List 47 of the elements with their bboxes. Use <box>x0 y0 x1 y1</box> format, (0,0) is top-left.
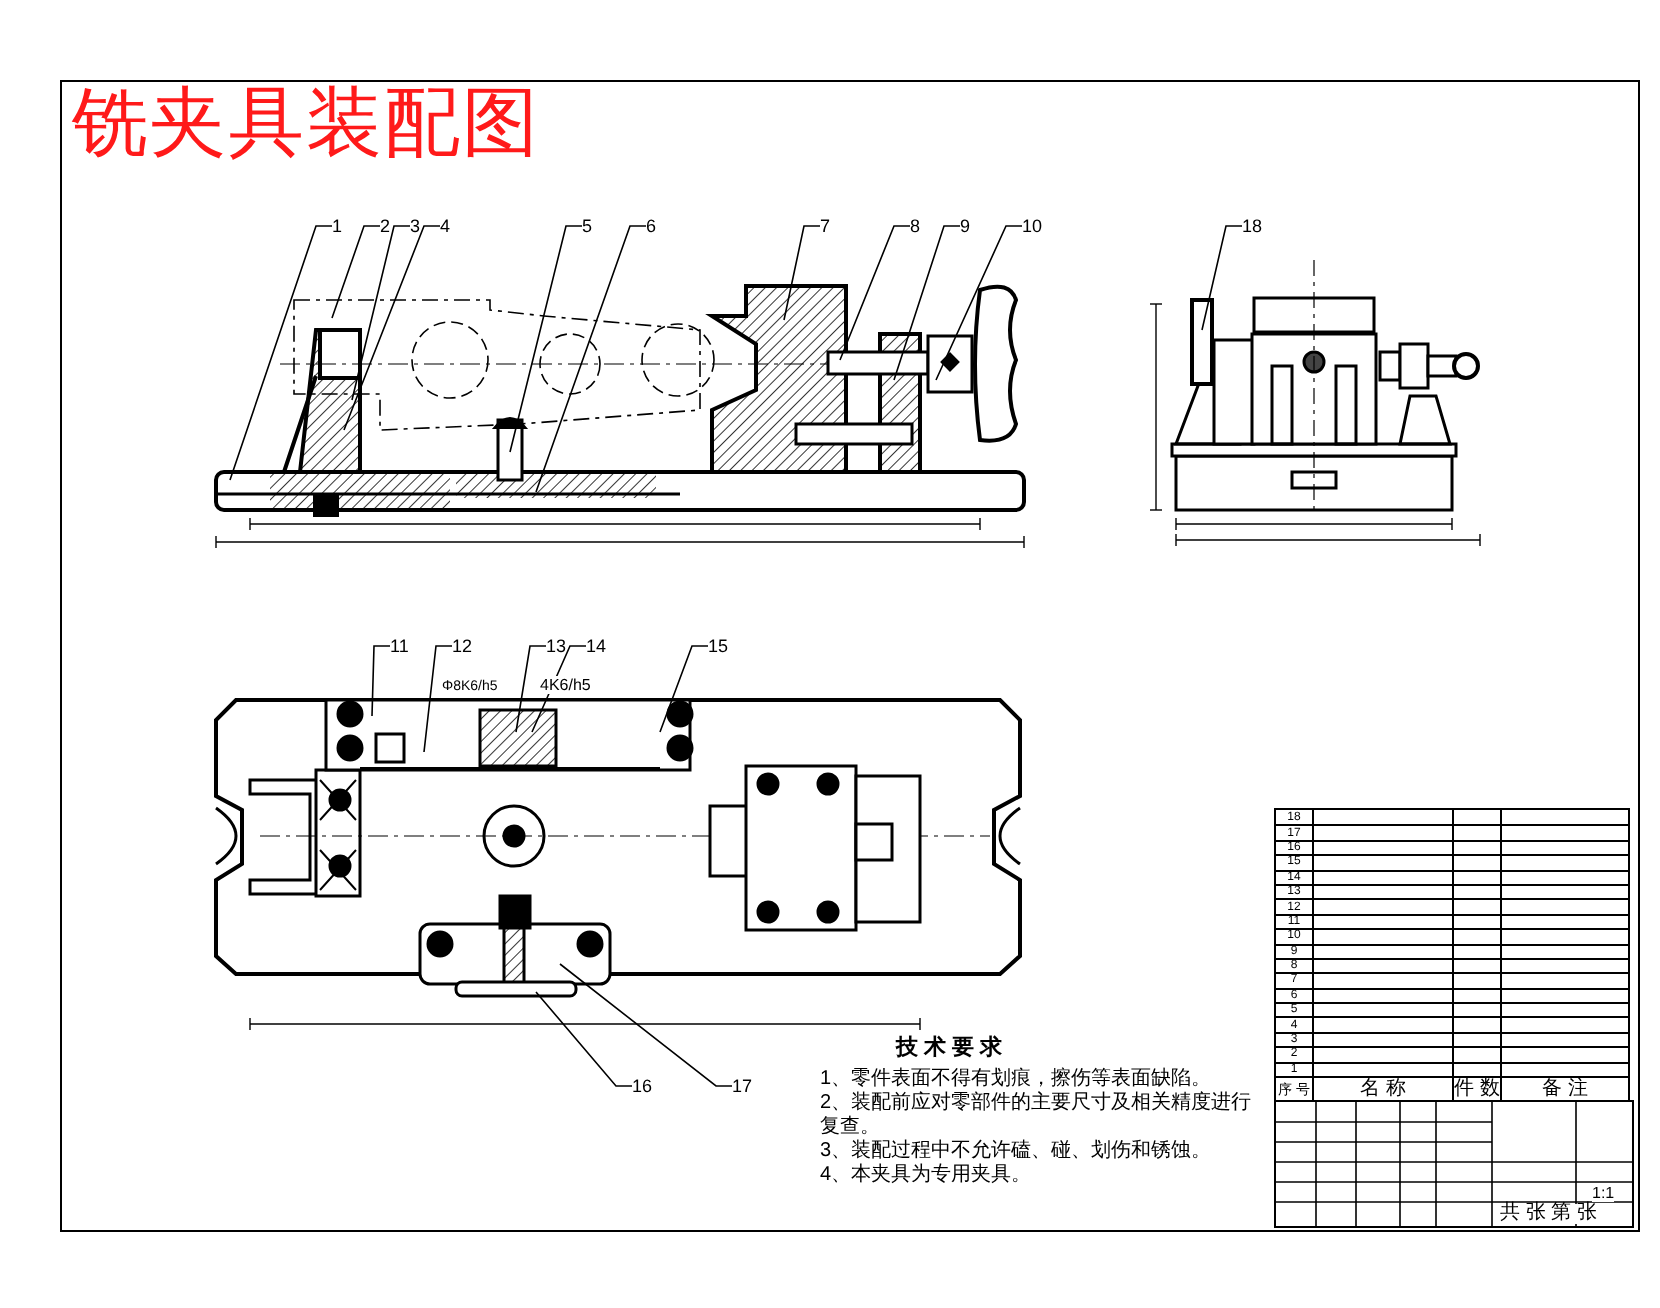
requirement-note: 4、本夹具为专用夹具。 <box>820 1164 1034 1188</box>
leader-line <box>343 225 441 431</box>
callout-number: 9 <box>960 216 971 236</box>
leader-line <box>839 225 911 361</box>
leader-line <box>229 225 333 481</box>
drawing-title: 铣夹具装配图 <box>72 76 540 170</box>
column-header: 备 注 <box>1542 1080 1588 1101</box>
leader-line <box>935 225 1023 381</box>
callout-number: 11 <box>390 636 409 656</box>
callout-number: 2 <box>380 216 391 236</box>
leader-line <box>535 991 633 1087</box>
callout-number: 6 <box>646 216 657 236</box>
sheet-count: 共 张 第 张 <box>1500 1204 1597 1224</box>
callout-number: 12 <box>452 636 473 656</box>
scale-value: 1:1 <box>1592 1186 1615 1202</box>
column-header: 名 称 <box>1360 1080 1406 1101</box>
leader-line <box>423 645 453 753</box>
column-header: 件 数 <box>1454 1080 1500 1101</box>
callout-number: 1 <box>332 216 343 236</box>
callout-number: 8 <box>910 216 921 236</box>
leader-line <box>331 225 381 319</box>
leader-line <box>515 645 547 733</box>
callout-number: 7 <box>820 216 831 236</box>
fit-tolerance: 4K6/h5 <box>540 676 591 694</box>
callout-number: 3 <box>410 216 421 236</box>
callout-number: 16 <box>632 1076 653 1096</box>
leader-line <box>893 225 961 381</box>
callout-number: 18 <box>1242 216 1263 236</box>
requirement-note: 3、装配过程中不允许磕、碰、划伤和锈蚀。 <box>820 1140 1214 1163</box>
leader-line <box>783 225 821 321</box>
callout-number: 4 <box>440 216 451 236</box>
section-heading: 技 术 要 求 <box>896 1033 1003 1062</box>
callout-number: 10 <box>1022 216 1043 236</box>
leader-line <box>559 963 733 1087</box>
callout-number: 17 <box>732 1076 753 1096</box>
requirement-note: 2、装配前应对零部件的主要尺寸及相关精度进行复查。 <box>820 1092 1254 1139</box>
leader-line <box>351 225 411 401</box>
callout-number: 13 <box>546 636 567 656</box>
leader-line <box>1201 225 1243 331</box>
requirement-note: 1、零件表面不得有划痕，擦伤等表面缺陷。 <box>820 1068 1214 1091</box>
leader-line <box>509 225 583 453</box>
leader-line <box>371 645 391 717</box>
leader-line <box>535 225 647 493</box>
leader-line <box>659 645 709 733</box>
callout-number: 15 <box>708 636 729 656</box>
callout-number: 14 <box>586 636 607 656</box>
callout-number: 5 <box>582 216 593 236</box>
